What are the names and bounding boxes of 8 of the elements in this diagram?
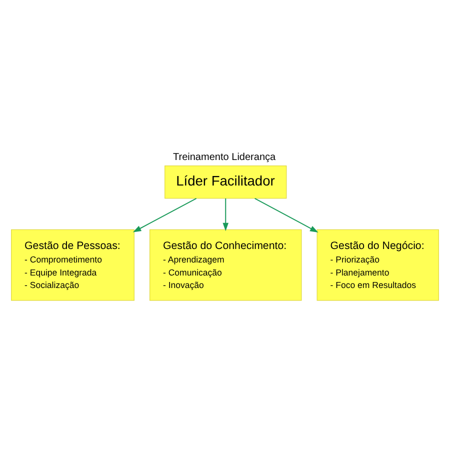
node-box: Gestão de Pessoas: - Comprometimento - Equipe Integrada - Socialização xyxy=(11,229,134,301)
arrow xyxy=(132,198,197,232)
node-box: Líder Facilitador xyxy=(164,165,287,199)
node-box: Gestão do Negócio: - Priorização - Planejamento - Foco em Resultados xyxy=(316,229,439,301)
arrow xyxy=(222,198,229,232)
node-box: Gestão do Conhecimento: - Aprendizagem - Comunicação - Inovação xyxy=(150,229,302,301)
arrow xyxy=(254,198,318,232)
diagram-title: Treinamento Liderança xyxy=(173,152,276,164)
